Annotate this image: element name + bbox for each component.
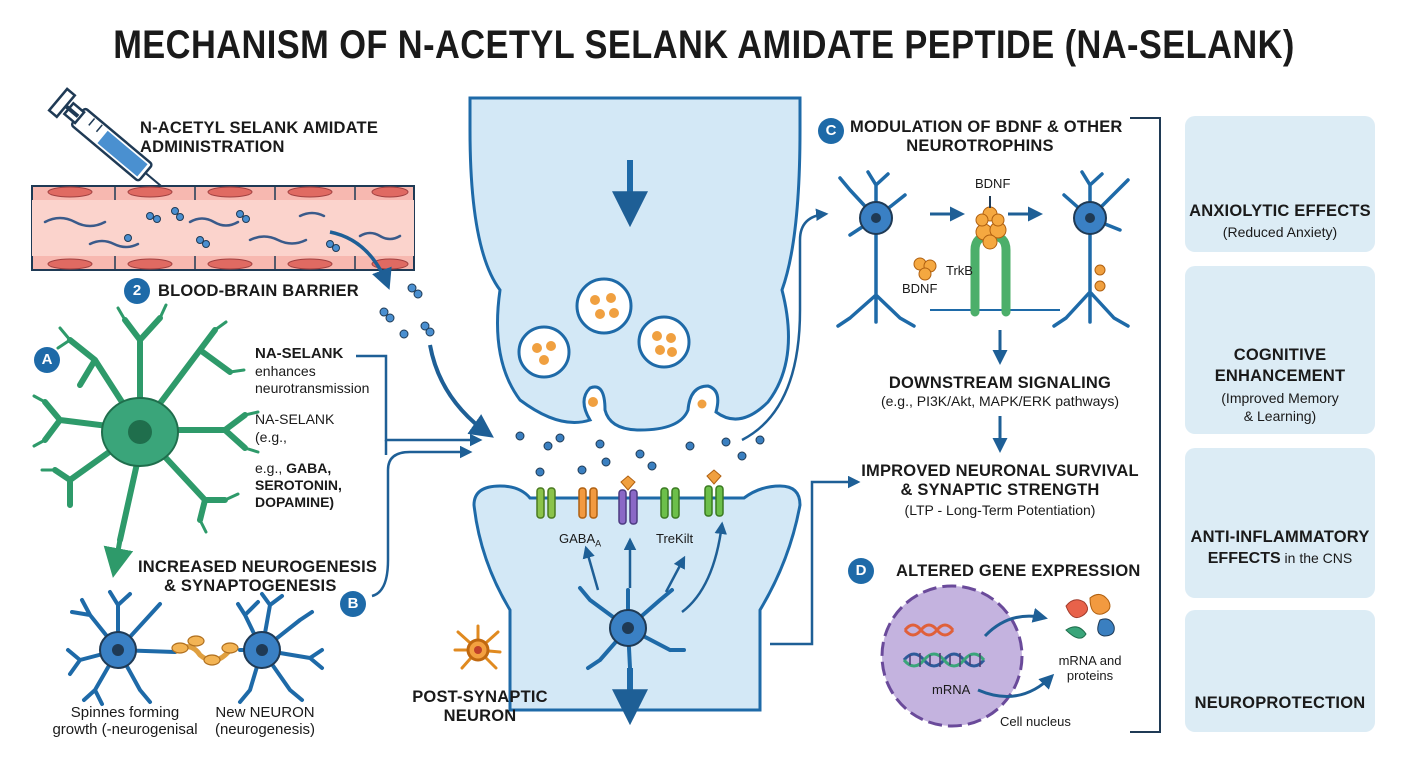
downstream-title: DOWNSTREAM SIGNALING [888, 374, 1112, 392]
cognitive-sub-line1: (Improved Memory [1221, 390, 1339, 406]
spines-caption: Spinnes forming growth (-neurogenisal [40, 704, 210, 739]
mrna-proteins-label: mRNA and proteins [1050, 653, 1130, 684]
post-synaptic-neuron-icon [453, 624, 502, 670]
downstream-sub: (e.g., PI3K/Akt, MAPK/ERK pathways) [880, 392, 1120, 409]
spines-caption-line2: growth (-neurogenisal [52, 721, 198, 739]
section-d-title: ALTERED GENE EXPRESSION [896, 562, 1141, 580]
new-neuron-caption-line2: (neurogenesis) [214, 721, 316, 739]
anti-inflammatory-title-line1: ANTI-INFLAMMATORY [1190, 528, 1370, 546]
cognitive-title-line2: ENHANCEMENT [1214, 367, 1346, 385]
section-c-badge: C [818, 118, 844, 144]
blood-vessel [31, 185, 415, 271]
section-d-badge: D [848, 558, 874, 584]
neurogenesis-arrow [103, 539, 134, 578]
section-a-eg-prefix: e.g., [255, 459, 287, 476]
section-a-serotonin: SEROTONIN, [255, 476, 342, 493]
section-a-badge: A [34, 347, 60, 373]
mrna-proteins-line2: proteins [1066, 667, 1114, 683]
mrna-label: mRNA [932, 682, 971, 697]
effect-card-cognitive: COGNITIVE ENHANCEMENT (Improved Memory &… [1185, 266, 1375, 434]
post-synaptic-label: POST-SYNAPTIC NEURON [410, 688, 550, 726]
to-synapse-arrow [428, 344, 494, 438]
bdnf-neurons [836, 170, 1130, 328]
section-c-title-line1: MODULATION OF BDNF & OTHER [850, 118, 1123, 136]
section-c-title-line2: NEUROTROPHINS [906, 136, 1054, 155]
administration-title-line2: ADMINISTRATION [140, 137, 285, 156]
neurogenesis-title: INCREASED NEUROGENESIS & SYNAPTOGENESIS [138, 558, 377, 596]
section-a-gaba: GABA, [286, 459, 332, 476]
downstream-block: DOWNSTREAM SIGNALING (e.g., PI3K/Akt, MA… [860, 374, 1140, 409]
new-neuron-caption: New NEURON (neurogenesis) [200, 704, 330, 739]
section-c-title: MODULATION OF BDNF & OTHER NEUROTROPHINS [850, 118, 1123, 156]
anxiolytic-sub: (Reduced Anxiety) [1222, 224, 1338, 240]
bdnf-left-label: BDNF [902, 281, 938, 296]
anti-inflammatory-cns-text: in the CNS [1280, 550, 1353, 566]
section-a-text: NA-SELANK enhances neurotransmission NA-… [255, 345, 369, 511]
to-survival-arrow [770, 475, 861, 646]
neurogenesis-title-line1: INCREASED NEUROGENESIS [138, 558, 378, 576]
effects-bracket [1130, 117, 1161, 733]
bbb-crossing-arrow [329, 230, 392, 290]
administration-title: N-ACETYL SELANK AMIDATE ADMINISTRATION [140, 119, 378, 157]
effect-card-anxiolytic: ANXIOLYTIC EFFECTS (Reduced Anxiety) [1185, 116, 1375, 252]
bbb-label: BLOOD-BRAIN BARRIER [158, 282, 359, 300]
survival-block: IMPROVED NEURONAL SURVIVAL & SYNAPTIC ST… [860, 462, 1140, 518]
post-synaptic-line2: NEURON [443, 706, 517, 725]
section-a-connector [356, 354, 483, 447]
cognitive-sub-line2: & Learning) [1243, 408, 1317, 424]
gaba-receptor-label: GABAA [559, 531, 602, 549]
cognitive-title-line1: COGNITIVE [1233, 346, 1327, 364]
section-b-badge: B [340, 591, 366, 617]
trkb-label: TrkB [946, 263, 973, 278]
new-neurons [66, 590, 324, 706]
effect-card-anti-inflammatory: ANTI-INFLAMMATORY EFFECTS in the CNS [1185, 448, 1375, 598]
section-b-connector [371, 445, 473, 598]
section-a-line-eg: (e.g., [255, 428, 287, 445]
trek-receptor-label: TreKilt [656, 531, 694, 546]
effect-card-neuroprotection: NEUROPROTECTION [1185, 610, 1375, 732]
survival-sub: (LTP - Long-Term Potentiation) [904, 501, 1096, 518]
mrna-proteins-line1: mRNA and [1058, 653, 1122, 668]
administration-title-line1: N-ACETYL SELANK AMIDATE [140, 119, 379, 137]
section-a-line-naselank: NA-SELANK [255, 411, 335, 428]
bbb-badge: 2 [124, 278, 150, 304]
to-bdnf-arrow [741, 208, 829, 442]
new-neuron-caption-line1: New NEURON [215, 704, 315, 721]
section-a-name: NA-SELANK [255, 345, 344, 362]
synapse [468, 96, 802, 726]
neurogenesis-title-line2: & SYNAPTOGENESIS [164, 576, 337, 595]
survival-title-line2: & SYNAPTIC STRENGTH [900, 480, 1100, 499]
spines-caption-line1: Spinnes forming [70, 704, 180, 721]
section-a-line-neurotransmission: neurotransmission [255, 380, 370, 397]
section-a-line-enhances: enhances [255, 363, 316, 380]
peptide-particles [379, 283, 435, 339]
neuroprotection-title: NEUROPROTECTION [1194, 694, 1366, 712]
gaba-label-text: GABA [559, 531, 596, 546]
section-a-dopamine: DOPAMINE) [255, 493, 335, 510]
cell-nucleus-label: Cell nucleus [1000, 714, 1071, 729]
post-synaptic-line1: POST-SYNAPTIC [412, 688, 548, 706]
anti-inflammatory-effects-word: EFFECTS [1207, 550, 1281, 567]
survival-title-line1: IMPROVED NEURONAL SURVIVAL [861, 462, 1139, 480]
page-title: MECHANISM OF N-ACETYL SELANK AMIDATE PEP… [113, 23, 1295, 67]
cell-nucleus [880, 584, 1115, 728]
green-neuron-nucleus [128, 420, 152, 444]
bdnf-top-label: BDNF [975, 176, 1011, 191]
anti-inflammatory-title-line2: EFFECTS in the CNS [1185, 550, 1375, 568]
gaba-label-subscript: A [595, 538, 602, 549]
anxiolytic-title: ANXIOLYTIC EFFECTS [1189, 202, 1371, 220]
